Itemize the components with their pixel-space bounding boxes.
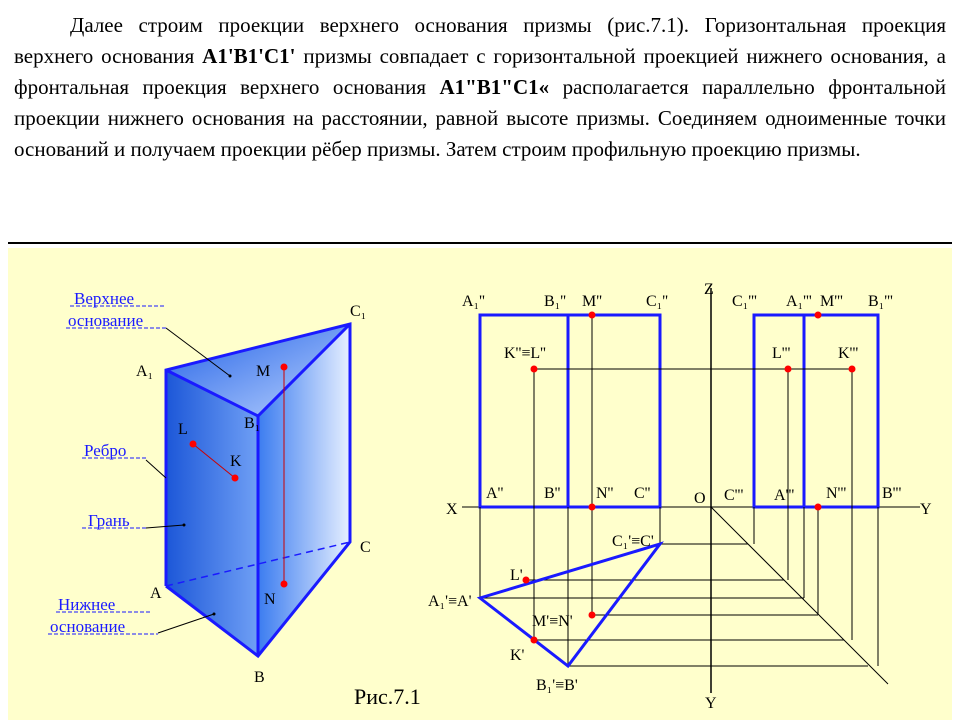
label-m: M [256, 363, 270, 380]
diagonal-45 [710, 506, 889, 685]
label-a1: A₁ [136, 363, 153, 380]
label-n-profile: N''' [826, 485, 846, 502]
point-k [231, 474, 239, 482]
label-b1-profile: B₁''' [868, 293, 893, 310]
axis-x-label: X [446, 501, 458, 518]
label-a-frontal: A'' [486, 485, 503, 502]
point-k-horizontal [530, 636, 538, 644]
label-b1-frontal: B₁'' [544, 293, 566, 310]
label-n: N [264, 591, 276, 608]
label-c1-frontal: C₁'' [646, 293, 668, 310]
leader-lower-base [157, 613, 215, 634]
paragraph-bold-1: A1'B1'C1' [202, 44, 296, 68]
axis-y-label: Y [920, 501, 932, 518]
label-l-horizontal: L' [510, 567, 523, 584]
label-a1-frontal: A₁'' [462, 293, 485, 310]
point-kl-frontal [530, 365, 538, 373]
point-n-frontal [588, 503, 596, 511]
callout-upper-base-1: Верхнее [74, 289, 134, 308]
label-b: B [254, 669, 265, 686]
callout-upper-base-2: основание [68, 311, 143, 330]
point-mn-horizontal [588, 611, 596, 619]
label-b-horizontal: B₁'≡B' [536, 677, 578, 694]
lk-line [192, 443, 236, 479]
leader-face [145, 524, 185, 529]
callout-face: Грань [88, 511, 130, 530]
label-a-profile: A''' [774, 487, 794, 504]
point-m [280, 363, 288, 371]
figure-caption: Рис.7.1 [354, 684, 421, 709]
point-l [189, 440, 197, 448]
callout-lower-base-1: Нижнее [58, 595, 115, 614]
frontal-rect-1 [478, 313, 570, 509]
paragraph-text-1: Далее строим проекции верхнего основания… [14, 13, 946, 68]
axis-o-label: O [694, 490, 706, 507]
axis-y-bottom-label: Y [705, 695, 717, 712]
label-m-frontal: M'' [582, 293, 602, 310]
point-m-profile [814, 311, 822, 319]
prism-hidden-edge [165, 541, 351, 587]
label-l: L [178, 421, 188, 438]
label-b-frontal: B'' [544, 485, 561, 502]
paragraph-text-3: располагается параллельно фронтальной пр… [14, 75, 947, 161]
axis-z-label: Z [704, 281, 714, 298]
label-l-profile: L''' [772, 345, 791, 362]
label-a-horizontal: A₁'≡A' [428, 593, 472, 610]
prism-right-face [258, 324, 350, 656]
point-m-frontal [588, 311, 596, 319]
label-b1: B₁ [244, 415, 260, 432]
leader-edge [145, 459, 167, 479]
label-b-profile: B''' [882, 485, 901, 502]
figure-svg: Верхнее основание Ребро Грань Нижнее осн… [48, 281, 932, 712]
label-c-horizontal: C₁'≡C' [612, 533, 654, 550]
horizontal-triangle [476, 541, 664, 669]
description-paragraph: Далее строим проекции верхнего основания… [14, 10, 946, 165]
projections: Z X O Y Y A₁'' B₁'' M'' C₁'' K''≡L'' A''… [428, 281, 932, 712]
frontal-rect-2 [566, 313, 662, 509]
point-n-profile [814, 503, 822, 511]
label-k: K [230, 453, 242, 470]
callout-lower-base-2: основание [50, 617, 125, 636]
prism-left-face [166, 370, 258, 656]
label-c1-profile: C₁''' [732, 293, 757, 310]
callout-edge: Ребро [84, 441, 126, 460]
label-c-frontal: C'' [634, 485, 651, 502]
paragraph-bold-2: A1"B1"C1« [439, 75, 550, 99]
label-n-frontal: N'' [596, 485, 613, 502]
profile-rect-2 [802, 313, 880, 509]
point-k-profile [848, 365, 856, 373]
label-c: C [360, 539, 371, 556]
prism-outline [164, 322, 352, 659]
divider-line [8, 242, 952, 244]
label-kl-frontal: K''≡L'' [504, 345, 546, 362]
label-a: A [150, 585, 162, 602]
label-a1-profile: A₁''' [786, 293, 812, 310]
profile-rect-1 [752, 313, 806, 509]
leader-upper-base [165, 327, 231, 377]
label-k-profile: K''' [838, 345, 858, 362]
prism-top-edges [165, 322, 352, 418]
label-mn-horizontal: M'≡N' [532, 613, 573, 630]
point-l-horizontal [522, 576, 530, 584]
label-c-profile: C''' [724, 487, 743, 504]
label-m-profile: M''' [820, 293, 843, 310]
point-n [280, 580, 288, 588]
prism-3d: Верхнее основание Ребро Грань Нижнее осн… [48, 289, 371, 686]
label-k-horizontal: K' [510, 647, 525, 664]
point-l-profile [784, 365, 792, 373]
label-c1: C₁ [350, 303, 366, 320]
paragraph-text-2: призмы совпадает с горизонтальной проекц… [14, 44, 946, 99]
